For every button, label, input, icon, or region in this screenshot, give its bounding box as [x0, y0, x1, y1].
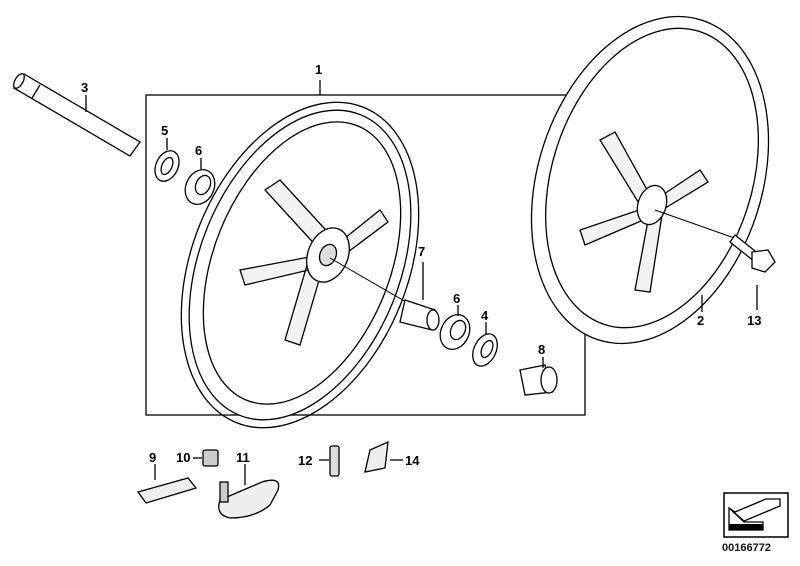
callout-11: 11	[236, 450, 250, 465]
valve-part-11	[218, 464, 280, 519]
nut-part-10	[193, 449, 219, 467]
bearing-part-6b	[439, 305, 471, 351]
callout-7: 7	[418, 244, 426, 259]
spacer-part-5	[154, 138, 180, 182]
weight-part-14	[364, 440, 403, 473]
callout-8: 8	[538, 342, 546, 357]
callout-10: 10	[176, 450, 191, 465]
callout-1: 1	[315, 62, 323, 77]
callout-14: 14	[405, 453, 420, 468]
cap-part-8	[519, 357, 558, 396]
spacer-part-7	[399, 262, 440, 331]
callout-9: 9	[149, 450, 157, 465]
callout-6: 6	[195, 143, 203, 158]
callout-12: 12	[298, 453, 313, 468]
arrow-symbol-icon	[723, 492, 789, 538]
diagram-number: 00166772	[722, 542, 771, 554]
callout-2: 2	[697, 313, 705, 328]
callout-5: 5	[161, 123, 169, 138]
bearing-part-6	[184, 158, 216, 206]
callout-3: 3	[81, 80, 89, 95]
callout-6-second: 6	[453, 291, 461, 306]
ring-part-4	[472, 322, 498, 367]
valve-part-12	[319, 445, 340, 477]
front-wheel-part-1	[180, 101, 421, 429]
bolt-part-13	[729, 234, 776, 310]
weight-part-9	[136, 464, 198, 504]
rear-wheel-part-2	[530, 15, 770, 345]
callout-13: 13	[747, 313, 762, 328]
axle-part-3	[13, 73, 141, 157]
callout-4: 4	[481, 308, 489, 323]
